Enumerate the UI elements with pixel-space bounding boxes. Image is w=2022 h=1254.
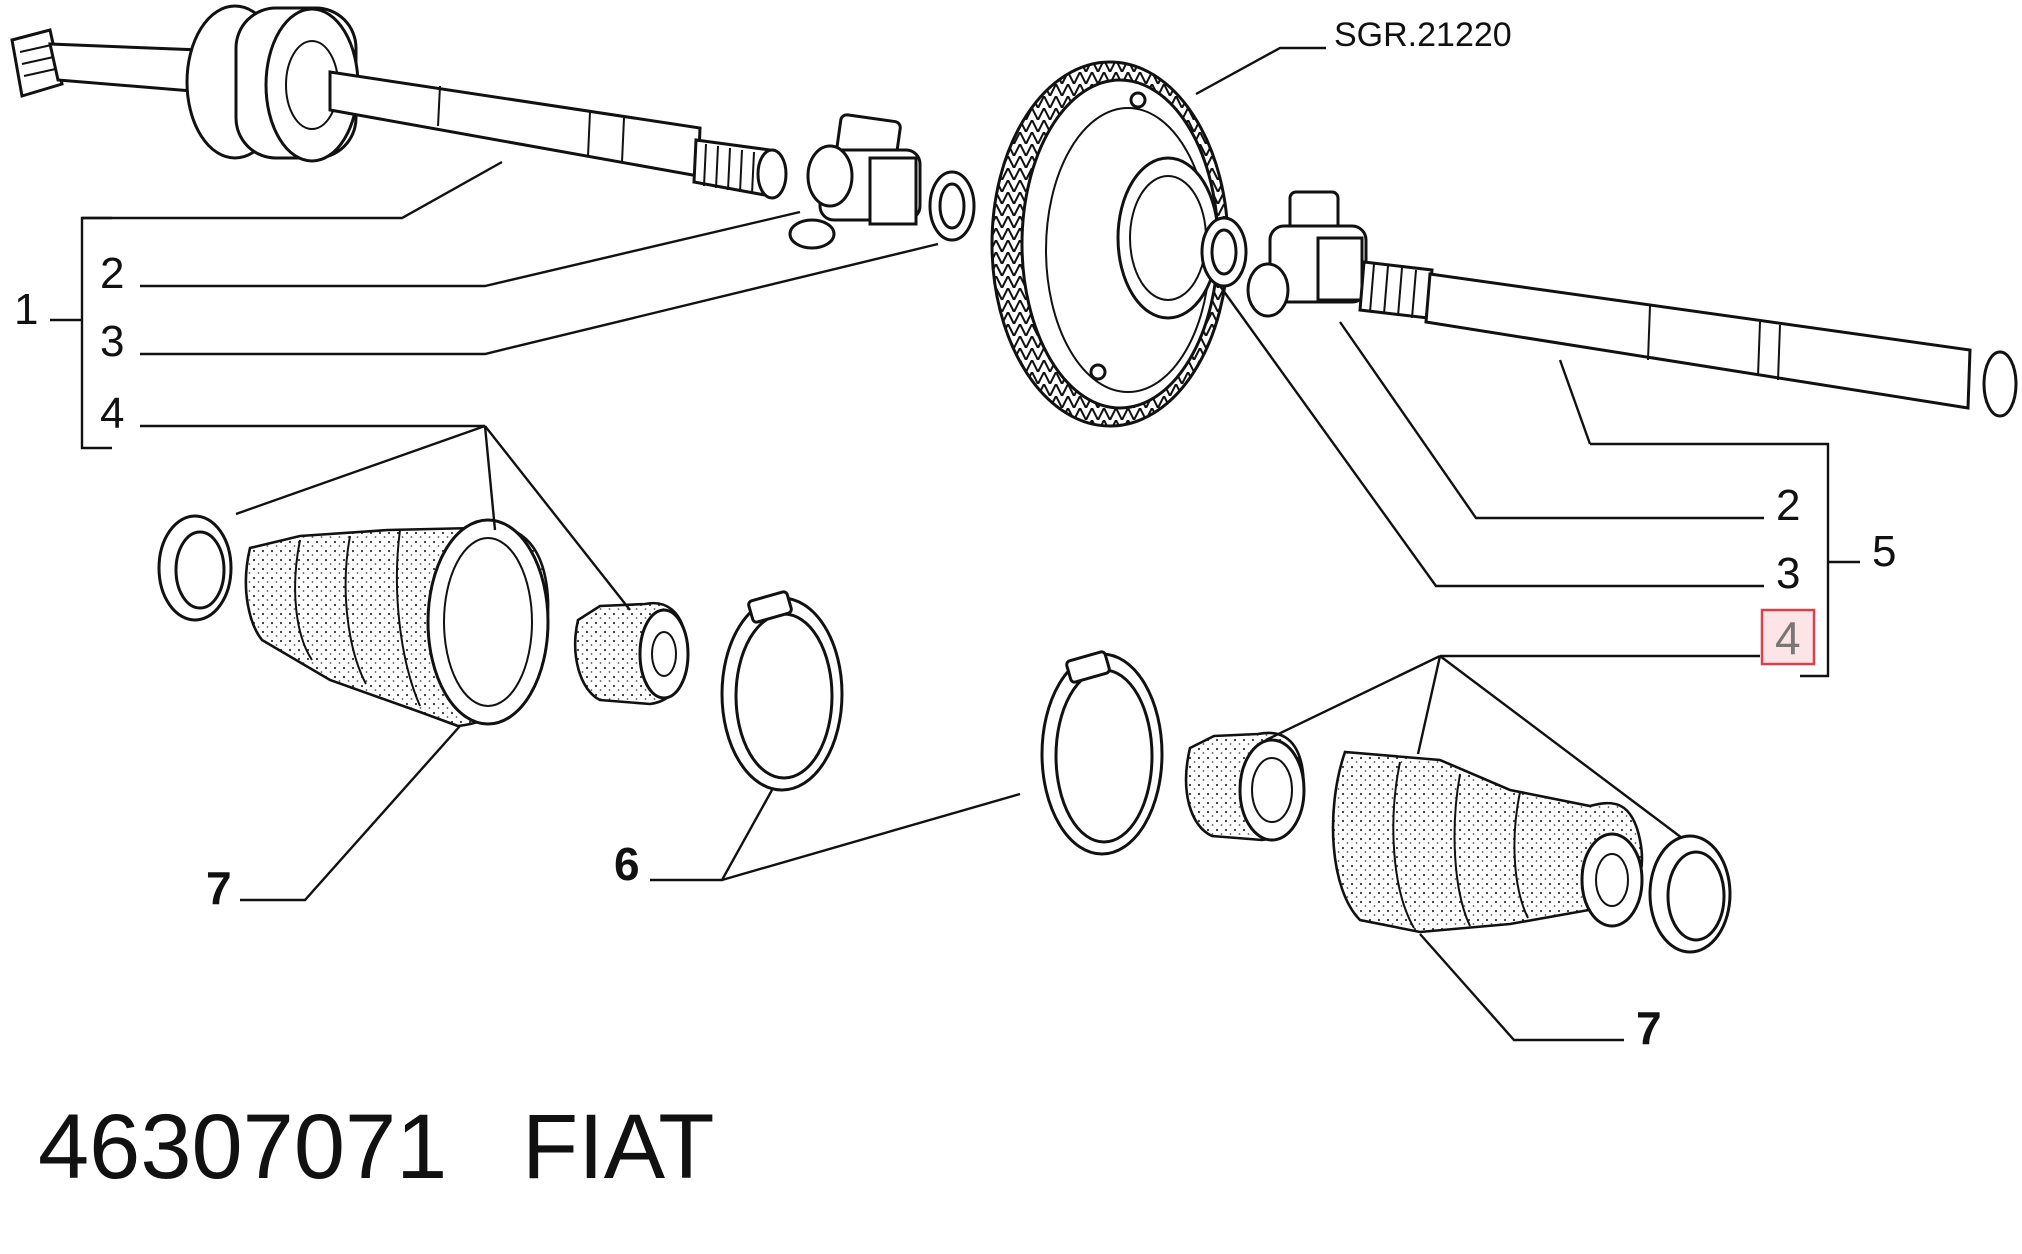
left-outer-boot	[244, 518, 550, 728]
left-drive-shaft	[10, 4, 788, 200]
callout-6: 6	[614, 838, 640, 890]
right-outer-boot	[1331, 750, 1644, 934]
left-small-clamp	[157, 514, 233, 622]
left-inner-boot	[573, 601, 690, 706]
callout-7-left: 7	[206, 862, 232, 914]
callout-3-left: 3	[100, 317, 124, 366]
leader-lines	[50, 46, 1860, 1042]
right-drive-shaft	[1358, 260, 2018, 418]
callout-3-right: 3	[1776, 549, 1800, 598]
left-differential-gear	[788, 113, 922, 250]
right-inner-boot	[1184, 731, 1306, 842]
right-small-clamp	[1648, 834, 1732, 954]
callout-4-right-highlighted: 4	[1775, 612, 1801, 664]
callout-2-left: 2	[100, 249, 124, 298]
highlight-box	[1760, 608, 1816, 666]
callout-7-right: 7	[1636, 1002, 1662, 1054]
callout-2-right: 2	[1776, 481, 1800, 530]
callout-4-left: 4	[100, 389, 124, 438]
brand-name: FIAT	[522, 1096, 715, 1198]
crown-gear	[990, 60, 1230, 428]
right-differential-gear	[1246, 190, 1368, 318]
left-snap-ring	[928, 170, 976, 242]
part-number: 46307071	[38, 1096, 447, 1198]
callout-5: 5	[1872, 527, 1896, 576]
callout-1: 1	[14, 285, 38, 334]
reference-label: SGR.21220	[1334, 16, 1512, 54]
right-large-clamp	[1040, 650, 1164, 856]
right-snap-ring	[1200, 216, 1248, 288]
left-large-clamp	[720, 590, 844, 792]
